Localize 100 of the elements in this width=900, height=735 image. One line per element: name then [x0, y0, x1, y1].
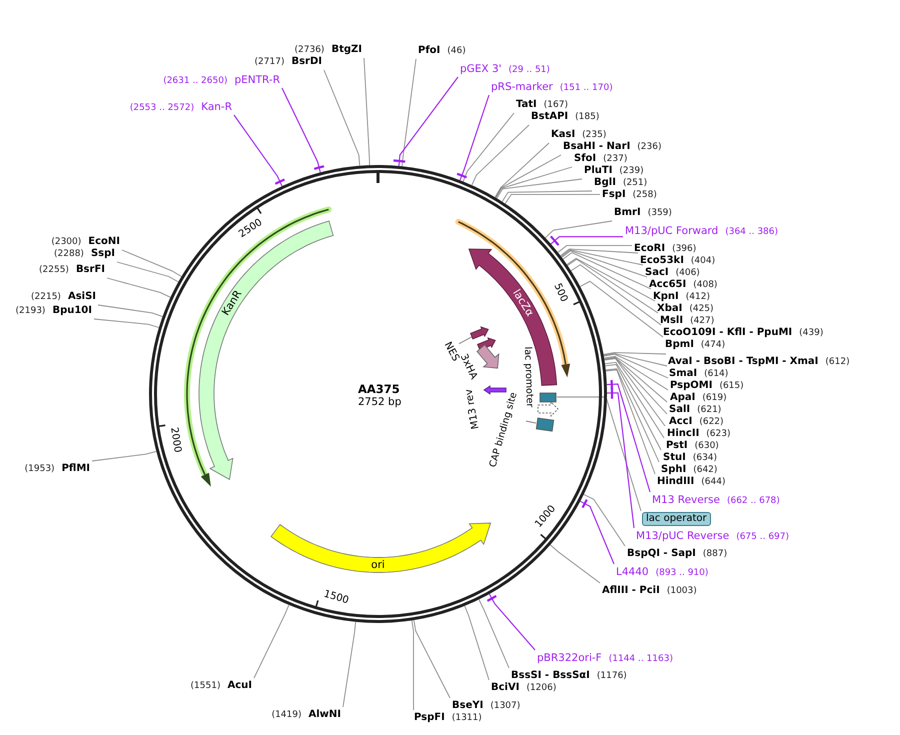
- site-position: (258): [632, 189, 657, 201]
- leader-line: [550, 236, 623, 244]
- leader-line: [570, 264, 662, 326]
- enzyme-name: PspOMI: [670, 380, 712, 392]
- leader-line: [605, 368, 660, 462]
- leader-line: [413, 620, 450, 698]
- leader-line: [411, 620, 414, 710]
- leader-line: [604, 362, 664, 438]
- leader-line: [462, 112, 514, 182]
- site-position: (614): [704, 368, 728, 380]
- site-position: (439): [799, 327, 824, 339]
- site-position: (630): [694, 440, 719, 452]
- primer-name: pGEX 3': [460, 63, 502, 75]
- site-position: (235): [582, 129, 606, 141]
- enzyme-name: HindIII: [657, 476, 694, 488]
- site-position: (237): [603, 153, 628, 165]
- plasmid-size: 2752 bp: [358, 396, 402, 409]
- site-position: (2717): [254, 56, 284, 68]
- site-position: (2255): [39, 264, 69, 276]
- leader-line: [254, 604, 290, 678]
- leader-line: [603, 352, 666, 355]
- primer-name: L4440: [616, 566, 649, 578]
- leader-line: [116, 262, 179, 282]
- leader-line: [605, 369, 656, 474]
- leader-line: [496, 178, 582, 199]
- enzyme-name: PstI: [666, 440, 688, 452]
- leader-line: [558, 245, 632, 253]
- site-position: (1311): [452, 712, 482, 724]
- enzyme-name: BsrDI: [291, 56, 322, 68]
- leader-line: [603, 353, 668, 366]
- site-position: (642): [693, 464, 718, 476]
- site-position: (619): [702, 392, 727, 404]
- site-position: (412): [686, 291, 710, 303]
- enzyme-name: PluTI: [584, 165, 612, 177]
- enzyme-name: EcoRI: [634, 243, 666, 255]
- leader-line: [604, 358, 668, 414]
- enzyme-name: SalI: [669, 404, 690, 416]
- site-position: (2215): [31, 291, 61, 303]
- feature-label: NES: [440, 340, 462, 364]
- leader-line: [583, 494, 626, 546]
- enzyme-name: BssSI - BssSαI: [511, 670, 590, 682]
- enzyme-name: ApaI: [670, 392, 696, 404]
- leader-line: [122, 250, 182, 277]
- primer-range: (2631 .. 2650): [163, 75, 228, 87]
- leader-line: [478, 599, 510, 668]
- leader-line: [92, 450, 157, 462]
- primer-name: pBR322ori-F: [537, 652, 602, 664]
- enzyme-name: BpmI: [665, 339, 694, 351]
- leader-line: [502, 190, 592, 202]
- primer-range: (29 .. 51): [508, 64, 550, 76]
- leader-line: [398, 76, 458, 166]
- leader-line: [561, 250, 648, 278]
- leader-line: [544, 220, 612, 238]
- primer-range: (2553 .. 2572): [130, 102, 194, 114]
- site-position: (1003): [666, 585, 697, 597]
- enzyme-name: SphI: [661, 464, 686, 476]
- enzyme-name: MslI: [660, 315, 684, 327]
- leader-line: [98, 304, 163, 318]
- leader-line: [604, 356, 668, 390]
- enzyme-name: SspI: [90, 248, 115, 260]
- feature-tag: lac operator: [642, 512, 711, 526]
- site-position: (634): [692, 452, 718, 464]
- site-position: (623): [706, 428, 730, 440]
- enzyme-name: AsiSI: [68, 291, 96, 303]
- site-position: (406): [676, 267, 700, 279]
- leader-line: [606, 384, 651, 492]
- leader-line: [560, 249, 644, 266]
- leader-line: [567, 258, 658, 314]
- site-position: (167): [544, 99, 568, 111]
- enzyme-name: BspQI - SapI: [627, 548, 696, 560]
- leader-line: [471, 124, 530, 186]
- leader-line: [494, 142, 550, 198]
- enzyme-name: XbaI: [657, 303, 682, 315]
- site-position: (1551): [190, 680, 220, 692]
- leader-line: [603, 354, 668, 378]
- leader-line: [234, 114, 282, 186]
- site-position: (408): [693, 279, 718, 291]
- site-position: (2300): [51, 236, 82, 248]
- enzyme-name: AflIII - PciI: [602, 585, 660, 597]
- leader-line: [604, 364, 662, 450]
- enzyme-name: BseYI: [452, 700, 484, 712]
- enzyme-name: BtgZI: [331, 44, 362, 56]
- feature-label: ori: [371, 558, 385, 571]
- enzyme-name: SmaI: [669, 368, 698, 380]
- primer-name: M13/pUC Forward: [625, 225, 718, 237]
- feature-arrow: [270, 523, 490, 572]
- leader-line: [459, 94, 490, 180]
- leader-line: [324, 70, 360, 166]
- leader-line: [560, 248, 638, 256]
- leader-line: [604, 356, 668, 402]
- site-position: (2736): [294, 44, 324, 56]
- leader-line: [282, 88, 321, 173]
- primer-range: (151 .. 170): [560, 82, 613, 94]
- site-position: (1953): [24, 463, 55, 475]
- leader-line: [566, 258, 656, 302]
- site-position: (359): [648, 207, 672, 219]
- feature-box: [540, 393, 556, 402]
- leader-line: [364, 58, 370, 166]
- leader-line: [402, 58, 416, 167]
- enzyme-name: BsaHI - NarI: [563, 141, 630, 153]
